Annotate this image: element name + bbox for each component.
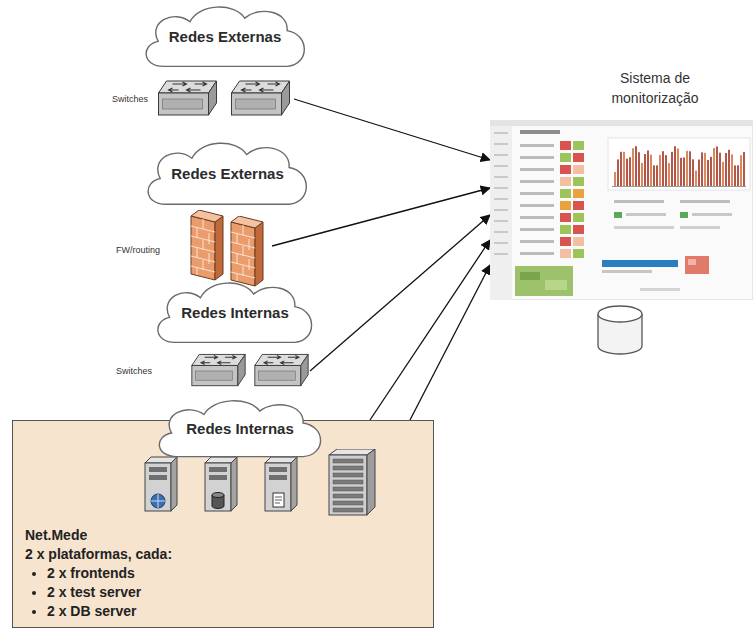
platform-title: Net.Mede — [25, 526, 421, 545]
firewall-icons — [188, 210, 272, 290]
cloud-label: Redes Internas — [186, 420, 294, 437]
platform-item: 2 x DB server — [47, 602, 421, 621]
network-cloud: Redes Externas — [137, 2, 314, 70]
system-heading: Sistema de monitorização — [580, 68, 730, 108]
platform-item: 2 x frontends — [47, 564, 421, 583]
monitoring-arrow — [272, 188, 490, 246]
database-cylinder — [490, 300, 753, 362]
monitoring-arrow — [410, 265, 490, 420]
platform-list: 2 x frontends2 x test server2 x DB serve… — [25, 564, 421, 621]
monitoring-arrow — [310, 215, 490, 371]
cloud-label: Redes Externas — [171, 165, 284, 182]
firewall-group: FW/routing — [116, 210, 272, 290]
device-label: FW/routing — [116, 245, 160, 255]
network-cloud: Redes Externas — [139, 138, 316, 208]
dashboard-screenshot — [490, 120, 753, 300]
switch-icons — [154, 78, 294, 120]
switch-group: Switches — [116, 350, 310, 392]
server-icons — [143, 449, 393, 519]
monitoring-arrow — [294, 99, 490, 160]
network-cloud: Redes Internas — [149, 278, 321, 346]
device-label: Switches — [116, 366, 152, 376]
cloud-label: Redes Internas — [181, 304, 289, 321]
device-label: Switches — [112, 94, 148, 104]
platform-note: 2 x plataformas, cada: — [25, 545, 421, 564]
switch-group: Switches — [112, 78, 294, 120]
cloud-label: Redes Externas — [169, 28, 282, 45]
network-cloud: Redes Internas — [150, 396, 330, 460]
monitoring-system: Sistema de monitorização — [490, 68, 753, 362]
switch-icons — [190, 350, 310, 392]
monitoring-arrow — [370, 240, 490, 420]
platform-item: 2 x test server — [47, 583, 421, 602]
